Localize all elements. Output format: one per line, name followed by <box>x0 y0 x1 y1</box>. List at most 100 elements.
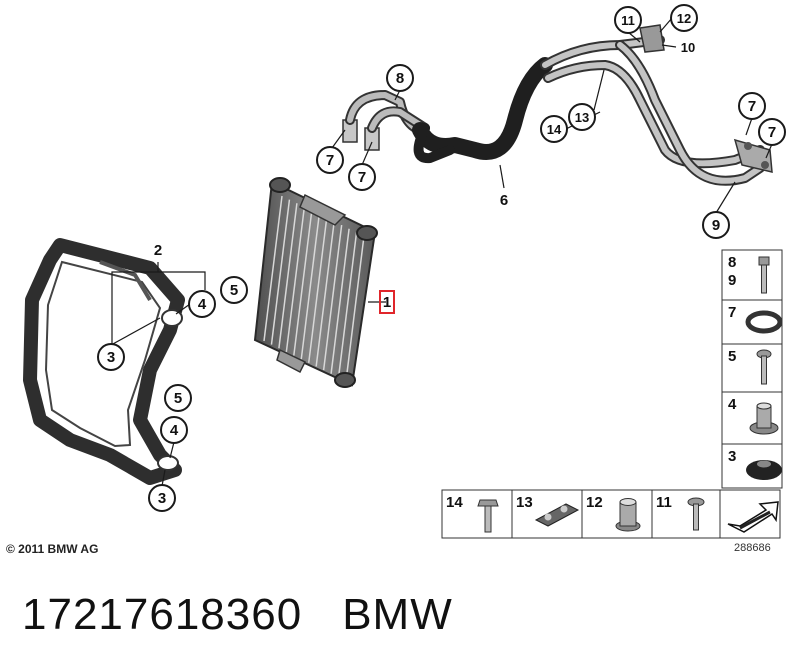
callout-circle <box>164 384 192 412</box>
callout-c3b: 3 <box>148 484 176 512</box>
callout-label: 6 <box>500 192 508 209</box>
callout-c2: 2 <box>154 242 162 259</box>
callout-c1: 1 <box>379 290 395 314</box>
panel-cell-label: 11 <box>656 494 672 511</box>
panel-cell-grommet: 3 <box>721 443 783 489</box>
panel-cell-label: 4 <box>728 396 737 413</box>
callout-label: 10 <box>681 40 695 55</box>
copyright: © 2011 BMW AG <box>6 542 99 556</box>
callout-c7d: 7 <box>758 118 786 146</box>
panel-cell-border <box>721 343 783 393</box>
leader-line-7 <box>499 164 505 189</box>
callout-label: 13 <box>575 110 589 125</box>
panel-cell-pipe-clip: 13 <box>511 489 583 539</box>
callout-label: 7 <box>326 152 334 169</box>
part-number: 17217618360 <box>22 590 303 639</box>
callout-label: 14 <box>547 122 562 137</box>
leader-line-11 <box>765 143 773 159</box>
leader-line-2 <box>111 262 206 345</box>
leader-line-5 <box>175 303 191 315</box>
callout-c7b: 7 <box>348 163 376 191</box>
oil-cooler <box>253 177 378 388</box>
panel-cell-label: 9 <box>728 272 736 289</box>
leader-line-8 <box>331 129 346 149</box>
callout-label: 2 <box>154 242 162 259</box>
panel-cell-label: 8 <box>728 254 736 271</box>
callout-circle <box>614 6 642 34</box>
pipe-bracket <box>639 24 665 53</box>
leader-lines <box>110 17 773 487</box>
callout-c12: 12 <box>670 4 698 32</box>
panel-cell-label: 12 <box>586 494 603 511</box>
callout-circle <box>316 146 344 174</box>
callout-c4b: 4 <box>160 416 188 444</box>
oil-lines <box>345 35 765 186</box>
callout-c4a: 4 <box>188 290 216 318</box>
callout-circle <box>148 484 176 512</box>
callout-circle <box>348 163 376 191</box>
leader-line-10 <box>745 117 753 136</box>
callout-circle <box>97 343 125 371</box>
caption: 17217618360 BMW <box>22 590 453 640</box>
panel-cell-bushing: 4 <box>721 391 783 445</box>
callout-c11: 11 <box>614 6 642 34</box>
panel-cell-label: 7 <box>728 304 736 321</box>
callout-label: 7 <box>358 169 366 186</box>
callout-label: 5 <box>174 390 182 407</box>
callout-label: 4 <box>170 422 179 439</box>
panel-cell-direction-arrow <box>719 489 781 539</box>
callout-circle <box>160 416 188 444</box>
callout-label: 4 <box>198 296 207 313</box>
leader-line-14 <box>661 44 677 48</box>
panel-cell-border <box>441 489 513 539</box>
panel-cell-screw: 5 <box>721 343 783 393</box>
panel-cell-label: 5 <box>728 348 736 365</box>
panel-cell-label: 14 <box>446 494 463 511</box>
leader-line-4 <box>161 469 166 487</box>
callout-circle <box>670 4 698 32</box>
callout-label: 12 <box>677 11 691 26</box>
callout-circle <box>220 276 248 304</box>
callout-c7c: 7 <box>738 92 766 120</box>
leader-line-13 <box>715 181 736 214</box>
callout-label: 3 <box>107 349 115 366</box>
panel-cell-spacer-nut: 12 <box>581 489 653 539</box>
panel-cell-round-screw: 11 <box>651 489 721 539</box>
callout-c5a: 5 <box>220 276 248 304</box>
cooler-fittings <box>342 119 380 151</box>
callout-c6: 6 <box>500 192 508 209</box>
brand: BMW <box>342 590 453 639</box>
callout-label: 9 <box>712 217 720 234</box>
callout-circle <box>738 92 766 120</box>
callout-c5b: 5 <box>164 384 192 412</box>
callout-label: 11 <box>621 13 635 28</box>
callout-circle <box>540 115 568 143</box>
callout-label: 7 <box>748 98 756 115</box>
panel-cell-o-ring: 7 <box>721 299 783 345</box>
panel-cell-border <box>721 391 783 445</box>
highlight-box <box>379 290 395 314</box>
panel-cell-label: 3 <box>728 448 736 465</box>
leader-line-16 <box>659 17 673 33</box>
panel-cell-bolt: 89 <box>721 249 783 301</box>
callout-c9: 9 <box>702 211 730 239</box>
callout-circle <box>568 103 596 131</box>
callout-circle <box>702 211 730 239</box>
callout-c3a: 3 <box>97 343 125 371</box>
leader-line-9 <box>361 141 373 166</box>
panel-cell-hex-bolt: 14 <box>441 489 513 539</box>
panel-cell-border <box>651 489 721 539</box>
callout-circle <box>758 118 786 146</box>
callout-c8: 8 <box>386 64 414 92</box>
leader-line-3 <box>110 317 161 346</box>
callout-circle <box>386 64 414 92</box>
leader-line-6 <box>169 441 175 459</box>
callout-label: 7 <box>768 124 776 141</box>
panel-cell-border <box>721 299 783 345</box>
callout-label: 3 <box>158 490 166 507</box>
diagram-id: 288686 <box>734 542 771 554</box>
callout-label: 5 <box>230 282 238 299</box>
